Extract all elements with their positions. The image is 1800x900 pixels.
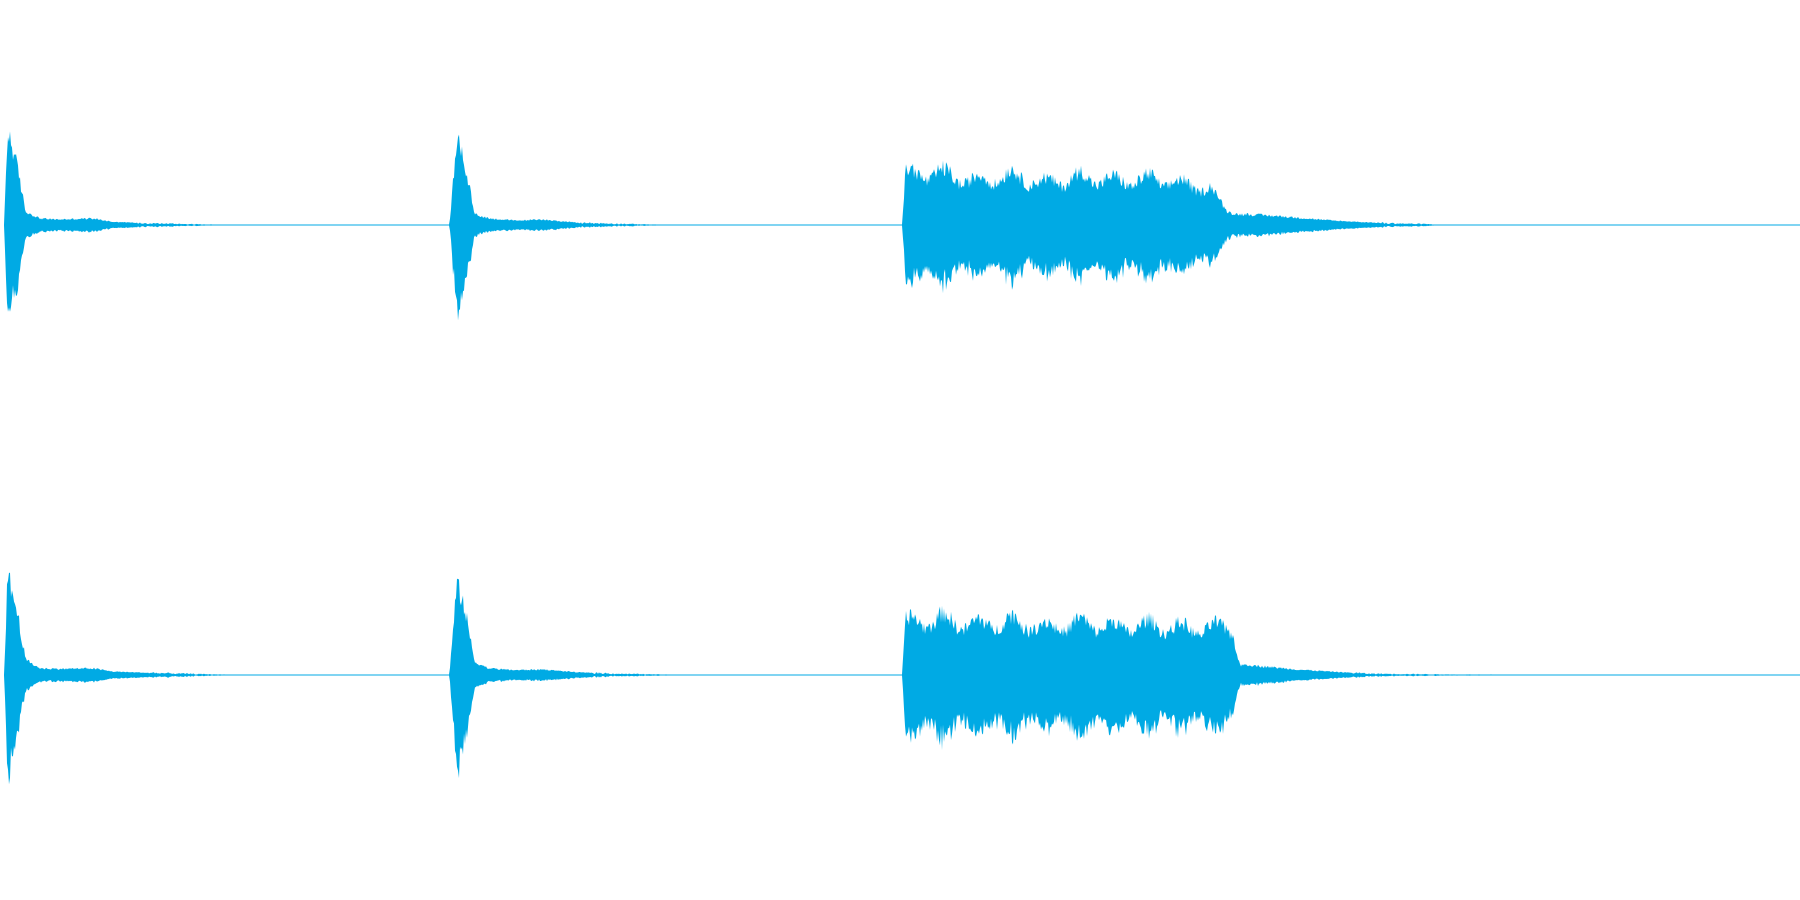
channel-2-waveform xyxy=(4,572,1800,785)
channel-1-envelope xyxy=(4,131,1800,321)
channel-1-waveform xyxy=(4,131,1800,321)
